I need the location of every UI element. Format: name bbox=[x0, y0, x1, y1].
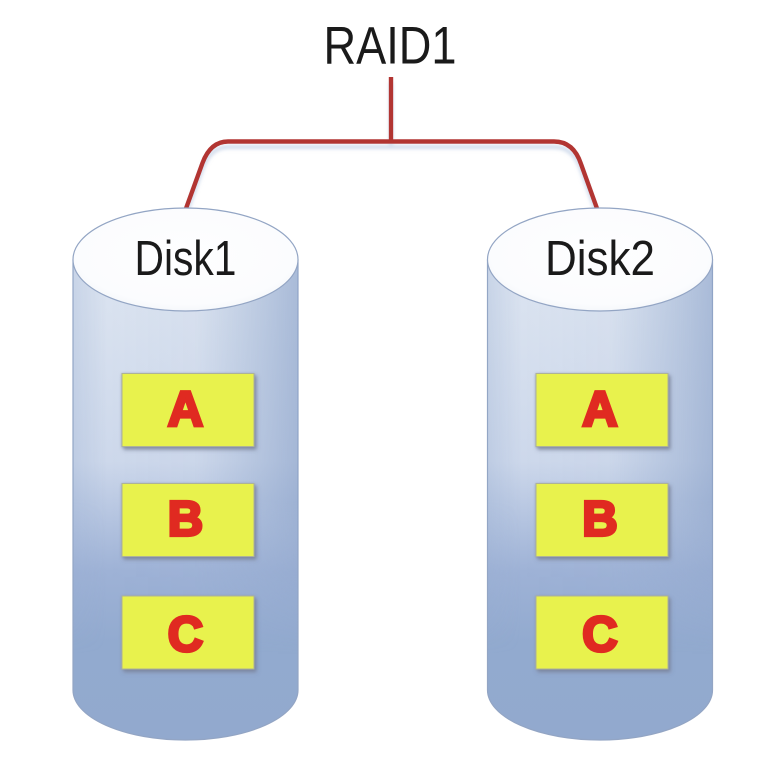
svg-text:B: B bbox=[168, 493, 203, 547]
svg-text:A: A bbox=[168, 383, 203, 437]
svg-text:Disk2: Disk2 bbox=[545, 232, 655, 286]
svg-text:Disk1: Disk1 bbox=[135, 232, 237, 286]
svg-text:B: B bbox=[582, 493, 617, 547]
svg-text:A: A bbox=[582, 383, 617, 437]
svg-text:RAID1: RAID1 bbox=[324, 17, 457, 76]
svg-text:C: C bbox=[582, 608, 617, 662]
svg-text:C: C bbox=[168, 608, 203, 662]
